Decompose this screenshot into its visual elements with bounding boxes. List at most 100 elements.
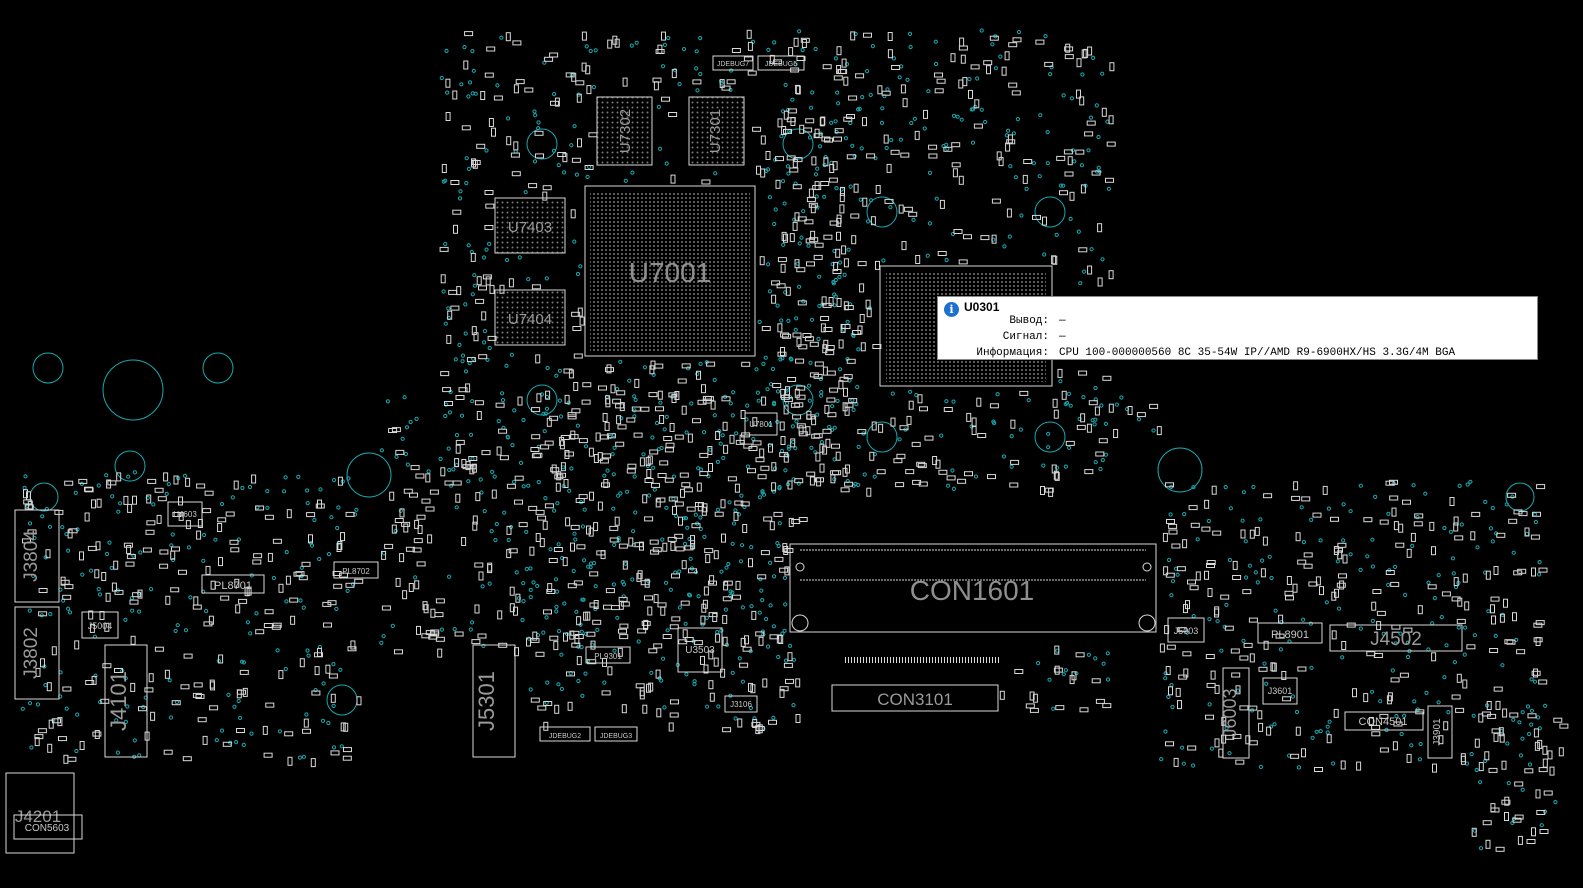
smd-component bbox=[1105, 177, 1114, 183]
smd-component bbox=[537, 515, 547, 521]
inductor-pl8901[interactable]: PL8901 bbox=[1257, 622, 1323, 644]
smd-component bbox=[1512, 817, 1522, 823]
via bbox=[1191, 485, 1196, 490]
tooltip-row-signal: Сигнал: — bbox=[938, 331, 1537, 346]
smd-component bbox=[381, 550, 387, 560]
header-jdebug7[interactable]: JDEBUG7 bbox=[712, 55, 754, 71]
chip-u7302[interactable]: U7302 bbox=[596, 96, 653, 166]
part-u4603[interactable]: U4603 bbox=[167, 501, 203, 527]
mounting-hole bbox=[866, 421, 898, 453]
part-u7801[interactable]: U7801 bbox=[744, 412, 778, 436]
smd-component bbox=[901, 241, 907, 251]
smd-component bbox=[1417, 605, 1423, 615]
via bbox=[872, 474, 877, 479]
chip-u3503[interactable]: U3503 bbox=[677, 627, 723, 673]
smd-component bbox=[425, 506, 435, 512]
via bbox=[1426, 580, 1431, 585]
connector-j3802[interactable]: J3802 bbox=[14, 606, 60, 700]
chip-u7301[interactable]: U7301 bbox=[688, 96, 745, 166]
smd-component bbox=[290, 615, 296, 625]
smd-component bbox=[354, 578, 364, 584]
via bbox=[201, 558, 206, 563]
chip-u7403[interactable]: U7403 bbox=[494, 197, 566, 254]
via bbox=[1370, 537, 1375, 542]
connector-j4101[interactable]: J4101 bbox=[104, 644, 148, 758]
smd-component bbox=[905, 469, 915, 475]
via bbox=[183, 628, 189, 633]
header-jdebug3[interactable]: JDEBUG3 bbox=[594, 726, 638, 742]
via bbox=[576, 678, 581, 684]
via bbox=[1543, 703, 1548, 708]
part-j5004[interactable]: J5004 bbox=[81, 611, 119, 639]
smd-component bbox=[1504, 639, 1514, 645]
mounting-hole bbox=[782, 128, 814, 160]
part-j5003[interactable]: J5003 bbox=[1167, 617, 1205, 643]
smd-component bbox=[797, 300, 807, 306]
via bbox=[756, 398, 761, 403]
connector-j4502[interactable]: J4502 bbox=[1329, 624, 1463, 652]
connector-j4201[interactable]: J4201 CON5603 bbox=[5, 772, 83, 854]
via bbox=[1043, 34, 1048, 39]
header-jdebug5[interactable]: JDEBUG5 bbox=[757, 55, 805, 71]
part-j3601[interactable]: J3601 bbox=[1262, 677, 1298, 705]
smd-component bbox=[1297, 666, 1307, 672]
via bbox=[554, 604, 559, 610]
connector-j3804[interactable]: J3804 bbox=[14, 509, 60, 603]
part-j3106[interactable]: J3106 bbox=[724, 695, 758, 713]
smd-component bbox=[1393, 721, 1403, 727]
smd-component bbox=[64, 480, 74, 486]
smd-component bbox=[230, 547, 240, 553]
via bbox=[204, 609, 209, 614]
connector-con1601[interactable]: CON1601 bbox=[789, 543, 1157, 633]
connector-j6003[interactable]: J6003 bbox=[1220, 667, 1250, 759]
smd-component bbox=[741, 361, 751, 367]
part-j3901[interactable]: J3901 bbox=[1427, 705, 1453, 759]
via bbox=[1432, 596, 1438, 601]
smd-component bbox=[914, 130, 920, 140]
connector-j5301[interactable]: J5301 bbox=[472, 644, 516, 758]
via bbox=[451, 467, 456, 472]
connector-con4501[interactable]: CON4501 bbox=[1344, 711, 1424, 731]
via bbox=[730, 413, 735, 418]
via bbox=[728, 401, 733, 406]
inductor-pl9301[interactable]: PL9301 bbox=[585, 646, 631, 664]
via bbox=[1255, 580, 1260, 585]
smd-component bbox=[641, 620, 651, 626]
smd-component bbox=[564, 450, 570, 459]
smd-component bbox=[1432, 763, 1437, 773]
connector-con3101[interactable]: CON3101 bbox=[831, 657, 1000, 712]
via bbox=[472, 283, 477, 288]
via bbox=[67, 610, 73, 615]
inductor-pl8702[interactable]: PL8702 bbox=[333, 561, 379, 579]
smd-component bbox=[1470, 531, 1476, 541]
smd-component bbox=[596, 550, 606, 556]
smd-component bbox=[311, 690, 321, 696]
component-info-tooltip: i U0301 Вывод: — Сигнал: — Информация: C… bbox=[937, 296, 1538, 360]
smd-component bbox=[1159, 643, 1165, 653]
via bbox=[796, 481, 801, 486]
smd-component bbox=[1101, 107, 1107, 117]
via bbox=[588, 561, 594, 566]
smd-component bbox=[488, 118, 494, 127]
smd-component bbox=[508, 548, 518, 554]
smd-component bbox=[958, 175, 964, 185]
smd-component bbox=[642, 704, 648, 714]
smd-component bbox=[286, 509, 292, 519]
via bbox=[510, 443, 515, 448]
header-jdebug2[interactable]: JDEBUG2 bbox=[539, 726, 591, 742]
smd-component bbox=[123, 495, 129, 505]
smd-component bbox=[1048, 487, 1054, 497]
chip-u7001[interactable]: U7001 bbox=[584, 185, 756, 357]
smd-component bbox=[846, 154, 856, 160]
smd-component bbox=[450, 305, 460, 311]
chip-u7404[interactable]: U7404 bbox=[494, 289, 566, 346]
via bbox=[116, 509, 121, 514]
smd-component bbox=[835, 248, 841, 258]
smd-component bbox=[1456, 673, 1462, 683]
smd-component bbox=[963, 234, 972, 240]
inductor-pl8701[interactable]: PL8701 bbox=[201, 574, 265, 594]
via bbox=[544, 615, 549, 620]
smd-component bbox=[701, 179, 711, 185]
via bbox=[1520, 787, 1525, 792]
